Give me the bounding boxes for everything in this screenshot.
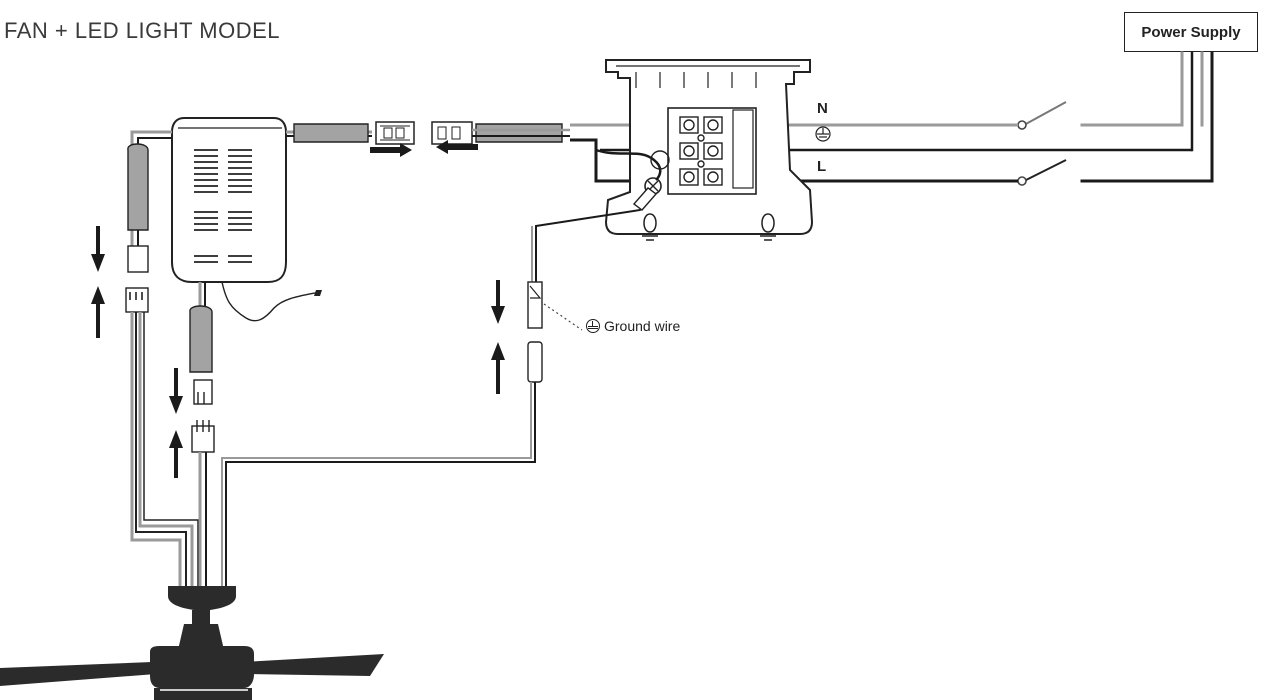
switch-icon	[1017, 101, 1067, 186]
arrow-right-icon	[370, 143, 412, 157]
arrow-down-icon	[91, 226, 105, 272]
light-cable	[189, 282, 215, 586]
supply-wires	[1080, 51, 1214, 183]
arrow-up-icon	[491, 342, 505, 394]
ground-wire-callout: Ground wire	[586, 318, 680, 334]
arrow-down-icon	[169, 368, 183, 414]
arrow-up-icon	[169, 430, 183, 478]
ground-symbol-icon	[586, 319, 600, 333]
receiver-input-wires	[286, 121, 570, 145]
connect-arrows	[370, 140, 478, 157]
ground-wire-label: Ground wire	[604, 318, 681, 334]
diagram-title: FAN + LED LIGHT MODEL	[4, 18, 281, 43]
ground-symbol-icon	[815, 126, 831, 142]
ground-wire	[221, 187, 658, 586]
receiver-module	[171, 117, 322, 322]
neutral-label: N	[817, 100, 828, 117]
power-supply-label: Power Supply	[1141, 23, 1241, 41]
arrow-down-icon	[491, 280, 505, 324]
arrow-up-icon	[91, 286, 105, 338]
motor-cable	[125, 130, 199, 586]
arrow-left-icon	[436, 140, 478, 154]
junction-box	[595, 59, 814, 241]
ceiling-fan	[0, 586, 384, 700]
live-label: L	[817, 158, 827, 175]
power-supply-box: Power Supply	[1124, 12, 1258, 52]
insert-arrows	[91, 226, 505, 478]
